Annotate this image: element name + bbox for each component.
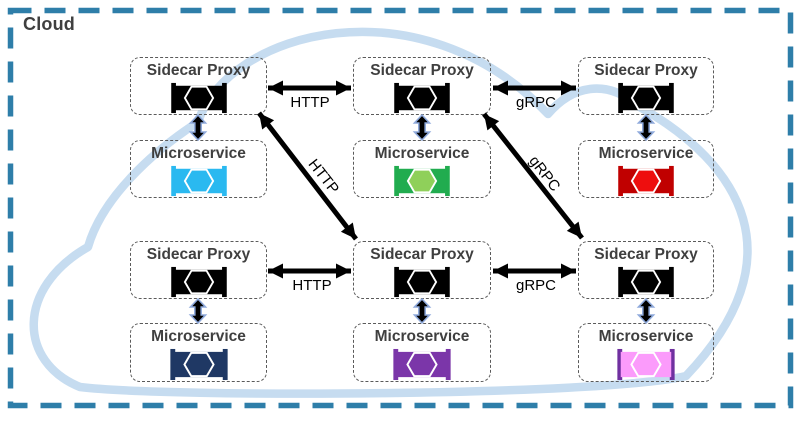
link-label-grpc-bottom: gRPC — [515, 277, 557, 294]
link-label-grpc-diagonal: gRPC — [525, 152, 564, 195]
link-label-http-diagonal: HTTP — [304, 156, 343, 198]
link-label-http-bottom: HTTP — [292, 277, 332, 294]
link-label-http-top: HTTP — [290, 94, 330, 111]
link-label-grpc-top: gRPC — [515, 94, 557, 111]
